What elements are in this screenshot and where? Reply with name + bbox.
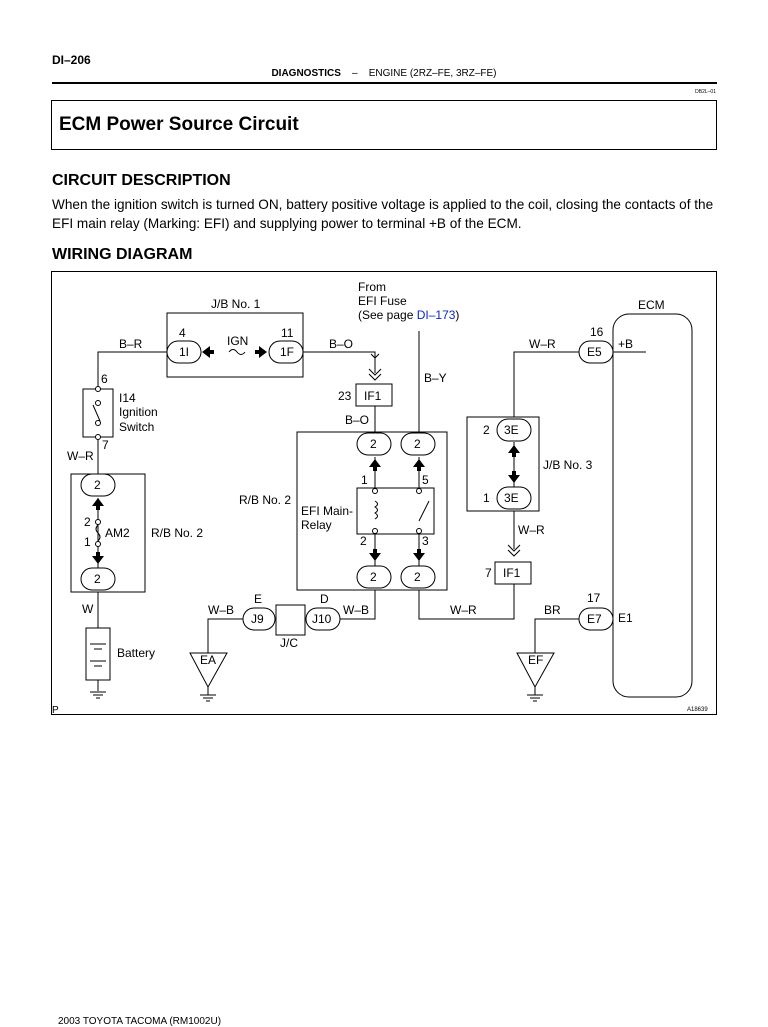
if1-pin-7: 7	[485, 566, 492, 580]
corner-mark: P	[52, 705, 59, 716]
relay-name-2: Relay	[301, 518, 332, 532]
ecm-conn-e7: E7	[587, 612, 602, 626]
ign-fuse-label: IGN	[227, 334, 248, 348]
figure-id: A18639	[687, 707, 708, 713]
am2-fuse-label: AM2	[105, 526, 130, 540]
circuit-description-heading: CIRCUIT DESCRIPTION	[52, 172, 231, 189]
jb1-pin-4: 4	[179, 326, 186, 340]
relay-pin-1: 1	[361, 473, 368, 487]
jb3-pin-1: 1	[483, 491, 490, 505]
battery-label: Battery	[117, 646, 155, 660]
jb3-bottom-conn: 3E	[504, 491, 519, 505]
from-label: From	[358, 280, 386, 294]
jb3-label: J/B No. 3	[543, 458, 593, 472]
wire-by: B–Y	[424, 371, 447, 385]
wiring-diagram-heading: WIRING DIAGRAM	[52, 246, 193, 263]
page-number: DI–206	[52, 53, 91, 67]
ecm-pin-16: 16	[590, 325, 604, 339]
relay-top-left-conn: 2	[370, 437, 377, 451]
wire-br: BR	[544, 603, 561, 617]
relay-name-1: EFI Main-	[301, 504, 353, 518]
page-footer: 2003 TOYOTA TACOMA (RM1002U)	[58, 1016, 222, 1027]
relay-pin-2: 2	[360, 534, 367, 548]
switch-name-2: Switch	[119, 420, 154, 434]
am2-pin-2: 2	[84, 515, 91, 529]
am2-top-conn: 2	[94, 478, 101, 492]
wiring-diagram: J/B No. 1 4 11 1I 1F IGN B–R B–O From EF…	[51, 271, 717, 716]
rb2-left-label: R/B No. 2	[151, 526, 203, 540]
ecm-label: ECM	[638, 298, 665, 312]
relay-top-right-conn: 2	[414, 437, 421, 451]
wire-wb-left: W–B	[208, 603, 234, 617]
ground-ef: EF	[528, 653, 543, 667]
jc-label: J/C	[280, 636, 298, 650]
section-header-bold: DIAGNOSTICS	[271, 68, 341, 79]
wire-bo-mid: B–O	[345, 413, 369, 427]
am2-pin-1: 1	[84, 535, 91, 549]
jb3-top-conn: 3E	[504, 423, 519, 437]
ecm-terminal-plus-b: +B	[618, 337, 633, 351]
jc-conn-j10: J10	[312, 612, 332, 626]
see-page-text: (See page DI–173)	[358, 308, 459, 322]
section-header-sep: –	[352, 68, 358, 79]
if1-pin-23: 23	[338, 389, 352, 403]
jb3-pin-2: 2	[483, 423, 490, 437]
jb1-pin-11: 11	[281, 326, 294, 340]
jc-terminal-d: D	[320, 592, 329, 606]
page-link-di-173[interactable]: DI–173	[417, 308, 456, 322]
document-code: DB2L–01	[695, 89, 716, 95]
wire-w: W	[82, 602, 94, 616]
relay-pin-3: 3	[422, 534, 429, 548]
see-page-suffix: )	[455, 308, 459, 322]
switch-pin-7: 7	[102, 438, 109, 452]
ecm-terminal-e1: E1	[618, 611, 633, 625]
wire-wr-jb3: W–R	[518, 523, 545, 537]
jb1-conn-1i: 1I	[179, 345, 189, 359]
header-rule	[52, 82, 717, 84]
switch-id: I14	[119, 391, 136, 405]
switch-name-1: Ignition	[119, 405, 158, 419]
am2-bottom-conn: 2	[94, 572, 101, 586]
if1-bottom-label: IF1	[503, 566, 521, 580]
jc-conn-j9: J9	[251, 612, 264, 626]
jc-terminal-e: E	[254, 592, 262, 606]
if1-top-label: IF1	[364, 389, 382, 403]
switch-pin-6: 6	[101, 372, 108, 386]
wiring-diagram-svg: J/B No. 1 4 11 1I 1F IGN B–R B–O From EF…	[52, 280, 708, 716]
section-header-rest: ENGINE (2RZ–FE, 3RZ–FE)	[368, 68, 497, 79]
relay-bottom-right-conn: 2	[414, 570, 421, 584]
wire-wr-left: W–R	[67, 449, 94, 463]
relay-rb2-label: R/B No. 2	[239, 493, 291, 507]
jb1-label: J/B No. 1	[211, 297, 261, 311]
relay-pin-5: 5	[422, 473, 429, 487]
wire-wb-right: W–B	[343, 603, 369, 617]
ground-ea: EA	[200, 653, 216, 667]
wire-bo-top: B–O	[329, 337, 353, 351]
section-header: DIAGNOSTICS – ENGINE (2RZ–FE, 3RZ–FE)	[0, 68, 768, 79]
jb1-conn-1f: 1F	[280, 345, 294, 359]
relay-bottom-left-conn: 2	[370, 570, 377, 584]
circuit-description-text: When the ignition switch is turned ON, b…	[52, 197, 714, 231]
see-page-prefix: (See page	[358, 308, 417, 322]
wire-wr-ecm: W–R	[529, 337, 556, 351]
ecm-pin-17: 17	[587, 591, 601, 605]
efi-fuse-label: EFI Fuse	[358, 294, 407, 308]
title-box: ECM Power Source Circuit	[51, 100, 717, 150]
wire-br-top: B–R	[119, 337, 143, 351]
page-title: ECM Power Source Circuit	[59, 114, 299, 135]
wire-wr-bottom: W–R	[450, 603, 477, 617]
ecm-conn-e5: E5	[587, 345, 602, 359]
